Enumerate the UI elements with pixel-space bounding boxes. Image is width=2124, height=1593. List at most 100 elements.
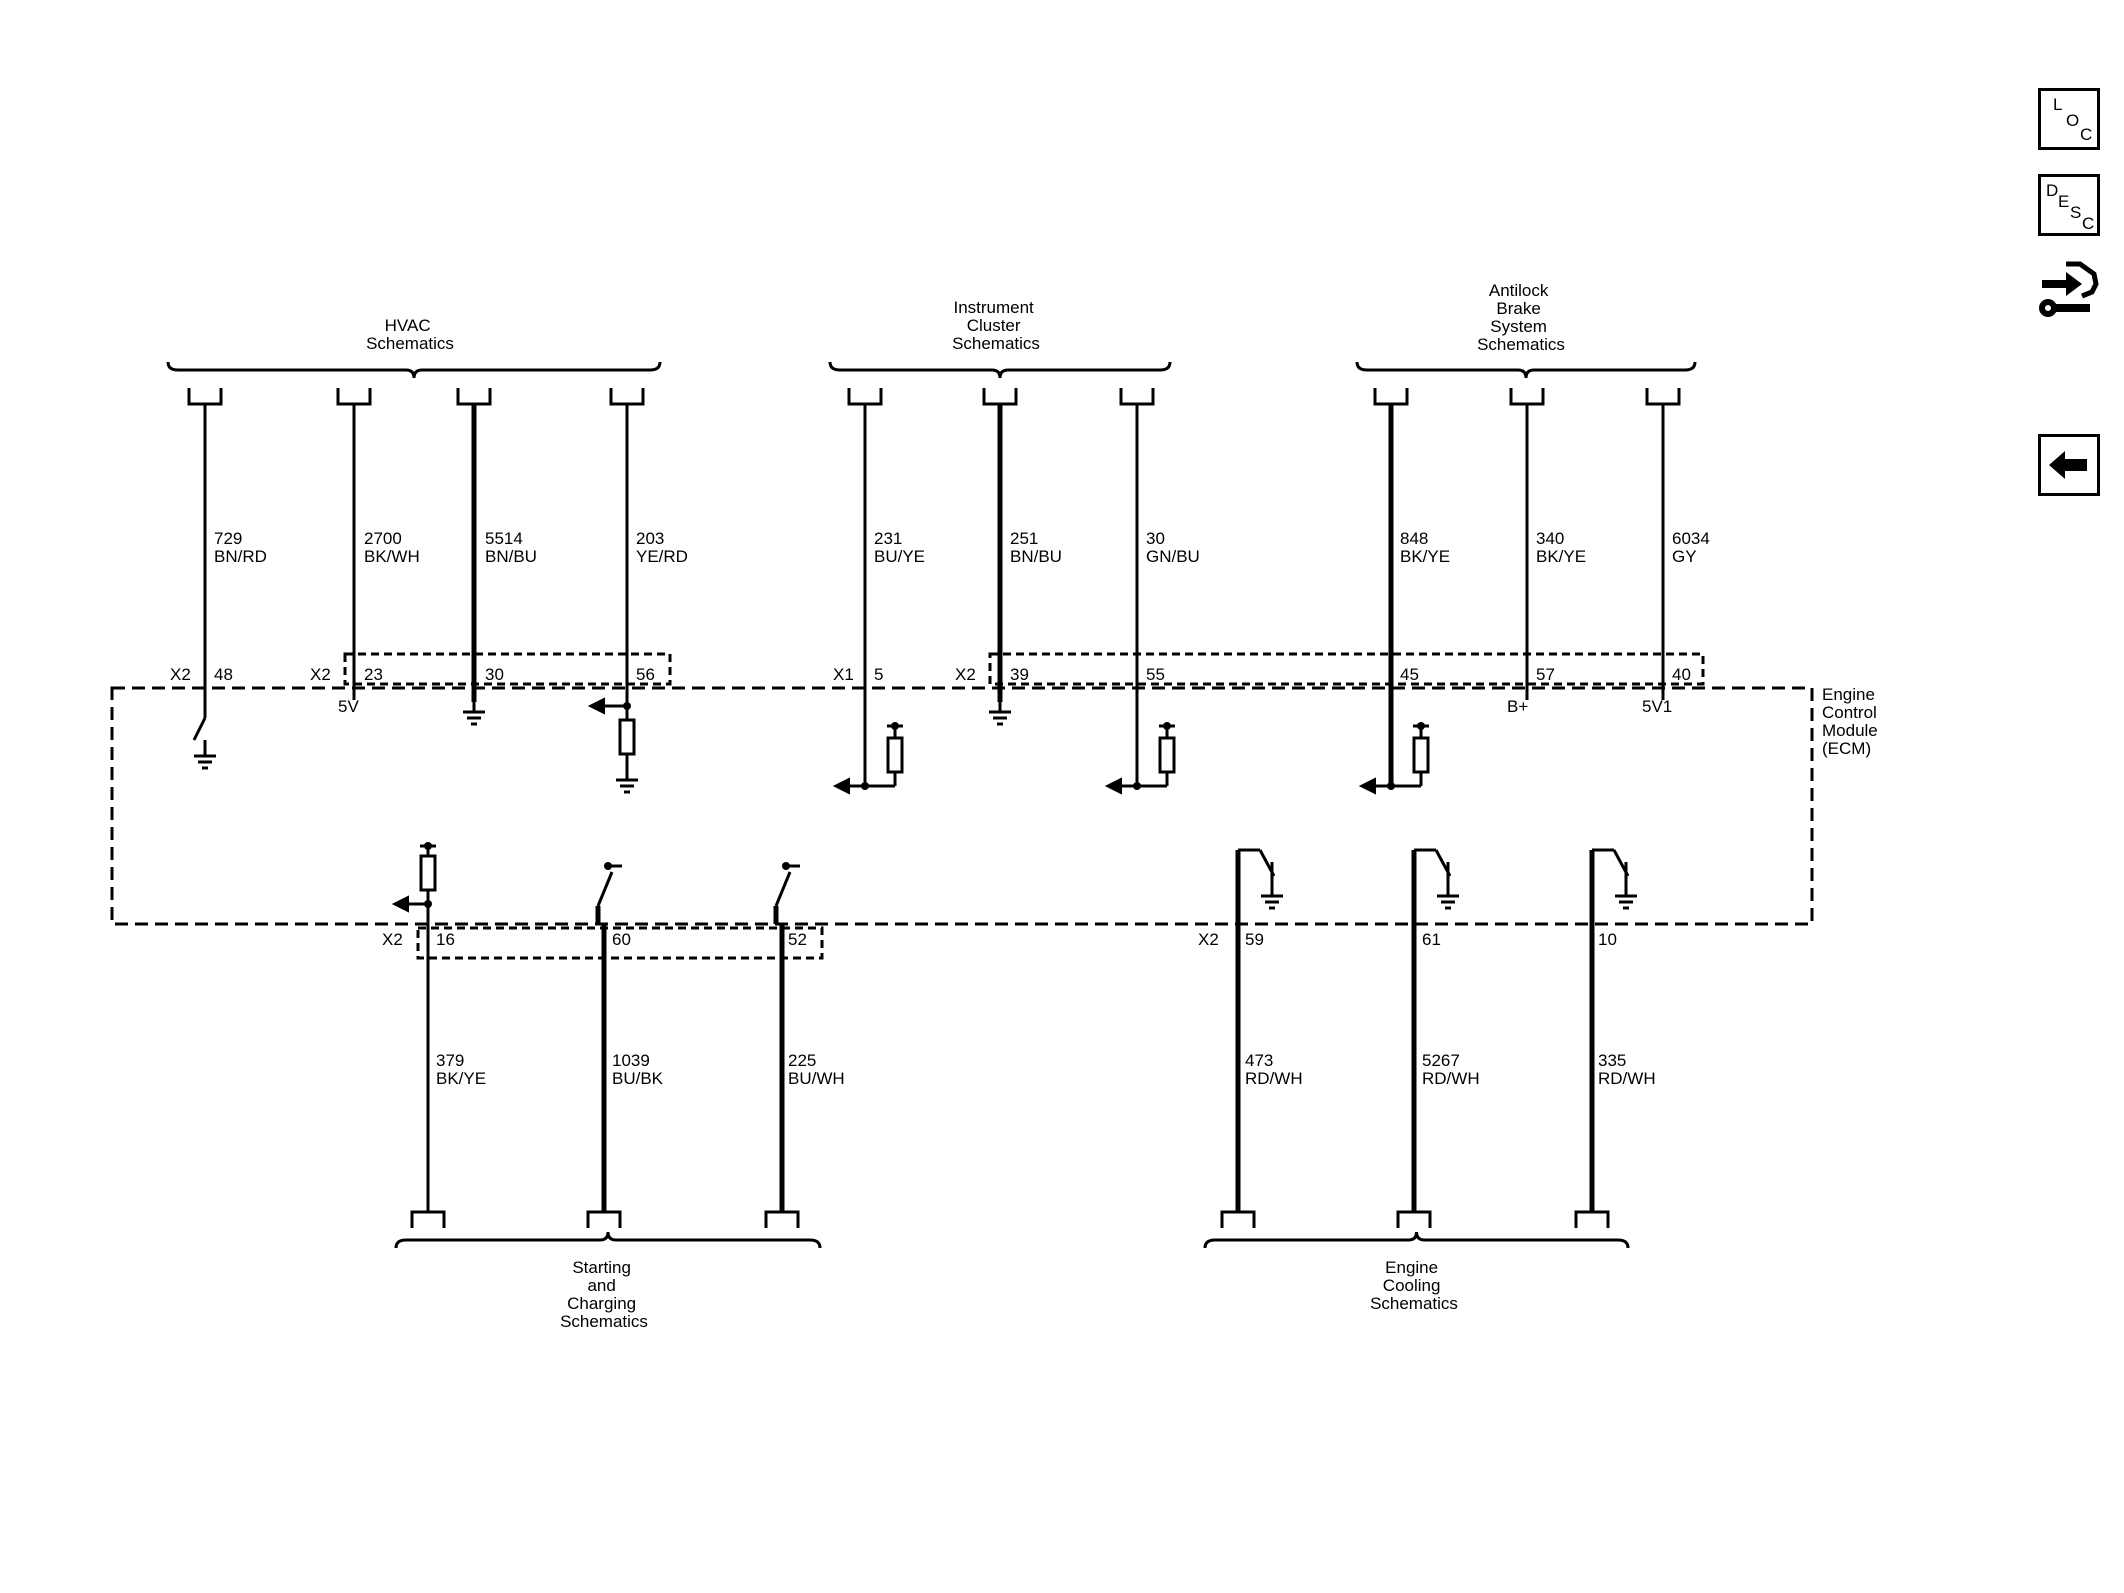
connector-terminal [982,388,1018,406]
module-name-ecm: Engine Control Module (ECM) [1822,685,1883,758]
connector-tool-button[interactable] [2036,256,2104,330]
connector-terminal [1645,388,1681,406]
pin-number: 39 [1010,665,1029,684]
pin-number: 23 [364,665,383,684]
junction-dot [424,842,432,850]
connector-terminal [187,388,223,406]
resistor-symbol [419,854,437,892]
desc-icon-letter: S [2070,203,2082,222]
pin-number: 52 [788,930,807,949]
connector-terminal [586,1210,622,1228]
signal-arrow [1358,777,1376,795]
group-brace [166,361,662,379]
junction-dot [782,862,790,870]
loc-icon-letter: O [2066,111,2080,130]
connector-terminal [1396,1210,1432,1228]
loc-button[interactable]: L O C [2038,88,2100,150]
junction-dot [604,862,612,870]
connector-label: X2 [955,665,976,684]
group-title-antilock-brake: Antilock Brake System Schematics [1477,281,1565,354]
pin-number: 45 [1400,665,1419,684]
loc-icon-letter: L [2053,95,2063,114]
connector-outline [343,652,672,686]
connector-terminal [1509,388,1545,406]
pin-number: 5 [874,665,883,684]
pin-number: 59 [1245,930,1264,949]
pin-number: 10 [1598,930,1617,949]
group-title-instrument-cluster: Instrument Cluster Schematics [952,298,1040,353]
connector-terminal [1119,388,1155,406]
connector-terminal [764,1210,800,1228]
switch-symbol [192,717,207,741]
junction-dot [891,722,899,730]
desc-icon-letter: D [2046,181,2059,200]
pin-number: 56 [636,665,655,684]
connector-terminal [1373,388,1409,406]
junction-dot [1417,722,1425,730]
diagram-graphics [110,361,1814,1249]
label-5v1: 5V1 [1642,697,1672,716]
desc-button[interactable]: D E S C [2038,174,2100,236]
group-title-hvac: HVAC Schematics [366,316,454,353]
connector-label: X2 [170,665,191,684]
pin-number: 60 [612,930,631,949]
group-brace [1203,1231,1630,1249]
connector-terminal [1220,1210,1256,1228]
pin-number: 40 [1672,665,1691,684]
connector-terminal [456,388,492,406]
label-b-plus: B+ [1507,697,1528,716]
pin-number: 30 [485,665,504,684]
pin-number: 55 [1146,665,1165,684]
connector-outline [416,926,824,960]
pin-number: 16 [436,930,455,949]
signal-arrow [832,777,850,795]
resistor-symbol [1412,736,1430,774]
resistor-symbol [886,736,904,774]
signal-arrow [1104,777,1122,795]
desc-icon-letter: E [2058,192,2070,211]
ecm-module-outline [110,686,1814,926]
connector-label: X2 [310,665,331,684]
desc-icon-letter: C [2082,214,2095,233]
loc-icon-letter: C [2080,125,2093,144]
group-title-starting-charging: Starting and Charging Schematics [560,1258,648,1331]
connector-label: X1 [833,665,854,684]
connector-label: X2 [1198,930,1219,949]
pin-number: 57 [1536,665,1555,684]
group-brace [394,1231,822,1249]
resistor-symbol [618,718,636,756]
connector-terminal [847,388,883,406]
junction-dot [1163,722,1171,730]
connector-label: X2 [382,930,403,949]
signal-arrow [391,895,409,913]
resistor-symbol [1158,736,1176,774]
connector-outline [988,652,1705,686]
connector-terminal [609,388,645,406]
connector-terminal [1574,1210,1610,1228]
group-title-engine-cooling: Engine Cooling Schematics [1370,1258,1458,1313]
connector-terminal [336,388,372,406]
switch-symbol [774,871,792,907]
back-arrow-icon [2049,451,2087,479]
pin-number: 61 [1422,930,1441,949]
signal-arrow [587,697,605,715]
group-brace [828,361,1172,379]
label-5v: 5V [338,697,359,716]
back-button[interactable] [2038,434,2100,496]
group-brace [1355,361,1697,379]
